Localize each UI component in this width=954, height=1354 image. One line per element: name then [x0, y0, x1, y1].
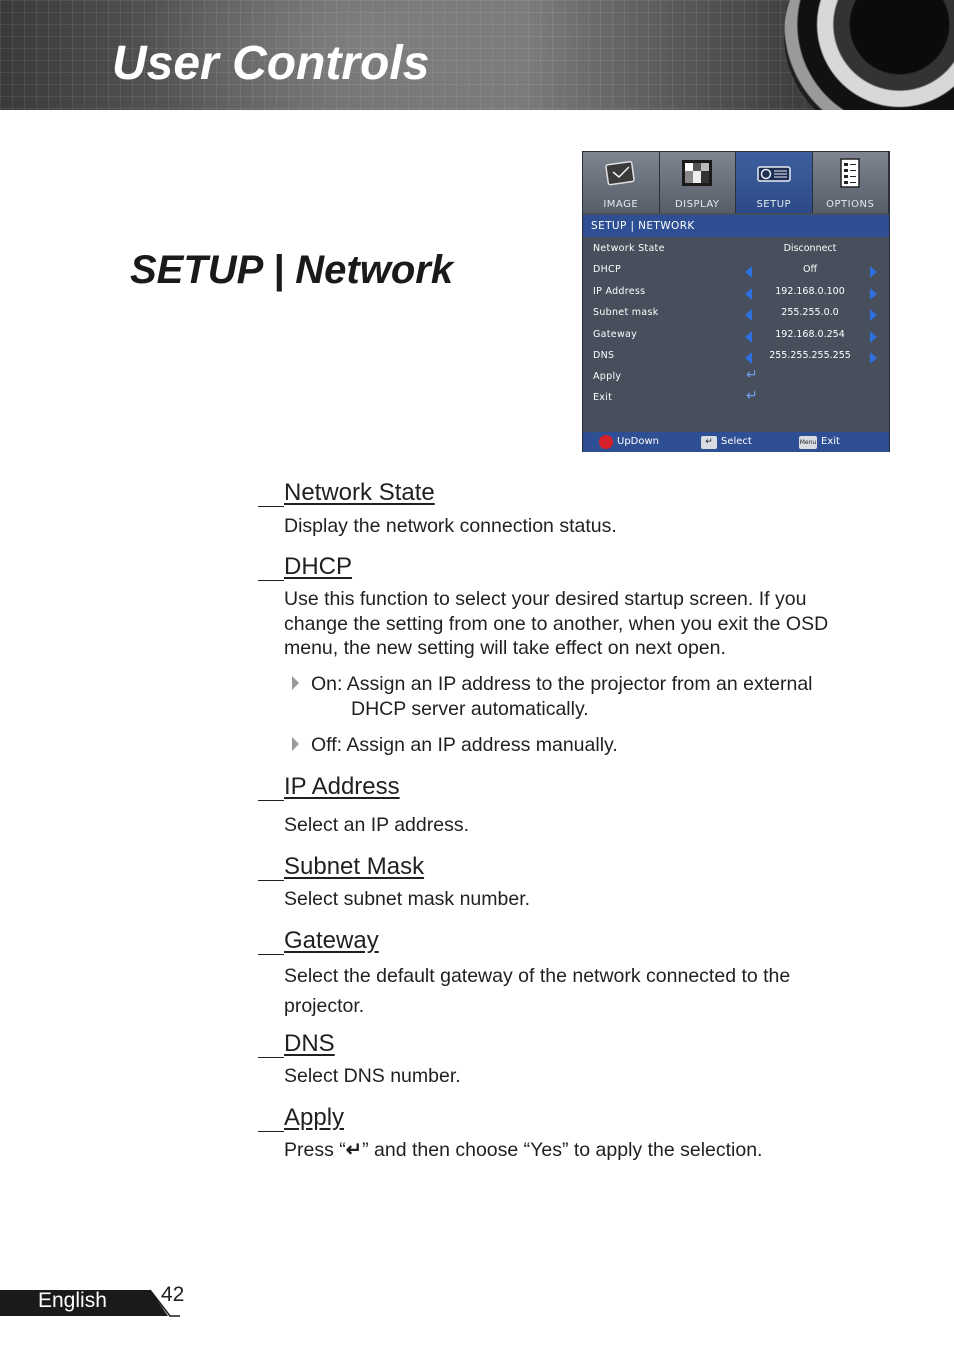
- entry-title-gateway: Gateway: [258, 929, 379, 955]
- osd-menu: IMAGE DISPLAY SETUP: [582, 151, 890, 452]
- entry-body-apply: Press “↵” and then choose “Yes” to apply…: [284, 1139, 763, 1161]
- osd-row-label: DNS: [593, 350, 615, 361]
- enter-icon[interactable]: ↵: [746, 367, 758, 383]
- display-icon: [682, 160, 713, 186]
- osd-hint-label: Exit: [821, 436, 840, 447]
- right-arrow-icon[interactable]: [870, 352, 877, 364]
- osd-tab-display[interactable]: DISPLAY: [659, 152, 736, 213]
- osd-row-apply[interactable]: Apply ↵: [583, 367, 889, 388]
- osd-breadcrumb: SETUP | NETWORK: [583, 215, 889, 237]
- right-arrow-icon[interactable]: [870, 288, 877, 300]
- osd-row-label: Gateway: [593, 329, 638, 340]
- osd-row-value: Disconnect: [783, 243, 837, 254]
- bullet-arrow-icon: [292, 676, 299, 691]
- osd-hint-label: Select: [721, 436, 752, 447]
- osd-tab-setup[interactable]: SETUP: [736, 152, 813, 213]
- section-title: SETUP | Network: [130, 248, 454, 292]
- projector-icon: [757, 166, 791, 182]
- osd-row-gateway[interactable]: Gateway 192.168.0.254: [583, 325, 889, 346]
- osd-tab-image[interactable]: IMAGE: [583, 152, 660, 213]
- osd-row-value: 255.255.0.0: [781, 307, 839, 318]
- osd-tab-options[interactable]: OPTIONS: [812, 152, 889, 213]
- osd-row-dhcp[interactable]: DHCP Off: [583, 260, 889, 281]
- entry-body: Use this function to select your desired…: [284, 588, 829, 659]
- updown-icon: [599, 435, 613, 449]
- left-arrow-icon[interactable]: [745, 266, 752, 278]
- osd-row-subnet-mask[interactable]: Subnet mask 255.255.0.0: [583, 303, 889, 324]
- right-arrow-icon[interactable]: [870, 309, 877, 321]
- osd-row-ip-address[interactable]: IP Address 192.168.0.100: [583, 282, 889, 303]
- right-arrow-icon[interactable]: [870, 331, 877, 343]
- entry-body: Select the default gateway of the networ…: [284, 965, 791, 1017]
- header-banner: User Controls: [0, 0, 954, 110]
- osd-tab-label: OPTIONS: [826, 199, 875, 210]
- osd-tab-label: SETUP: [756, 199, 792, 210]
- left-arrow-icon[interactable]: [745, 352, 752, 364]
- osd-hint-exit: Menu Exit: [799, 432, 840, 452]
- osd-row-network-state[interactable]: Network State Disconnect: [583, 239, 889, 260]
- right-arrow-icon[interactable]: [870, 266, 877, 278]
- menu-key-icon: Menu: [799, 435, 817, 449]
- osd-row-label: Network State: [593, 243, 665, 254]
- projector-lens-graphic: [784, 0, 954, 110]
- bullet-dhcp-off: Off: Assign an IP address manually.: [292, 733, 862, 758]
- entry-body: Select an IP address.: [284, 814, 470, 836]
- bullet-arrow-icon: [292, 737, 299, 752]
- osd-hint-label: UpDown: [617, 436, 660, 447]
- page-number: 42: [161, 1283, 185, 1306]
- osd-tab-label: IMAGE: [603, 199, 639, 210]
- entry-body: Select DNS number.: [284, 1065, 461, 1087]
- osd-hint-select: ↵ Select: [701, 432, 752, 452]
- left-arrow-icon[interactable]: [745, 288, 752, 300]
- options-icon: [840, 158, 860, 188]
- page-header-title: User Controls: [112, 37, 430, 90]
- osd-row-label: DHCP: [593, 264, 622, 275]
- entry-title-subnet-mask: Subnet Mask: [258, 855, 424, 881]
- footer-language: English: [38, 1289, 107, 1312]
- enter-icon[interactable]: ↵: [746, 388, 758, 404]
- enter-icon: ↵: [345, 1139, 363, 1161]
- bullet-dhcp-on: On: Assign an IP address to the projecto…: [292, 672, 862, 721]
- image-icon: [605, 160, 635, 186]
- osd-row-label: Subnet mask: [593, 307, 659, 318]
- entry-title-dns: DNS: [258, 1032, 335, 1058]
- osd-row-label: Apply: [593, 371, 622, 382]
- osd-row-label: Exit: [593, 392, 613, 403]
- entry-title-network-state: Network State: [258, 481, 435, 507]
- osd-hint-updown: UpDown: [599, 432, 659, 452]
- entry-body: Select subnet mask number.: [284, 888, 531, 910]
- enter-key-icon: ↵: [701, 435, 717, 449]
- left-arrow-icon[interactable]: [745, 331, 752, 343]
- osd-row-value: 255.255.255.255: [769, 350, 851, 361]
- footer-tab-shape: [0, 1289, 180, 1317]
- entry-title-apply: Apply: [258, 1106, 344, 1132]
- entry-title-dhcp: DHCP: [258, 555, 352, 581]
- osd-row-value: 192.168.0.100: [775, 286, 845, 297]
- osd-row-exit[interactable]: Exit ↵: [583, 388, 889, 409]
- osd-row-label: IP Address: [593, 286, 646, 297]
- osd-row-value: Off: [802, 264, 818, 275]
- entry-title-ip-address: IP Address: [258, 775, 400, 801]
- osd-row-dns[interactable]: DNS 255.255.255.255: [583, 346, 889, 367]
- osd-row-value: 192.168.0.254: [775, 329, 845, 340]
- osd-tab-label: DISPLAY: [674, 199, 720, 210]
- entry-body: Display the network connection status.: [284, 515, 617, 537]
- osd-footer-bar: UpDown ↵ Select Menu Exit: [583, 432, 889, 452]
- left-arrow-icon[interactable]: [745, 309, 752, 321]
- osd-tab-bar: IMAGE DISPLAY SETUP: [583, 152, 889, 213]
